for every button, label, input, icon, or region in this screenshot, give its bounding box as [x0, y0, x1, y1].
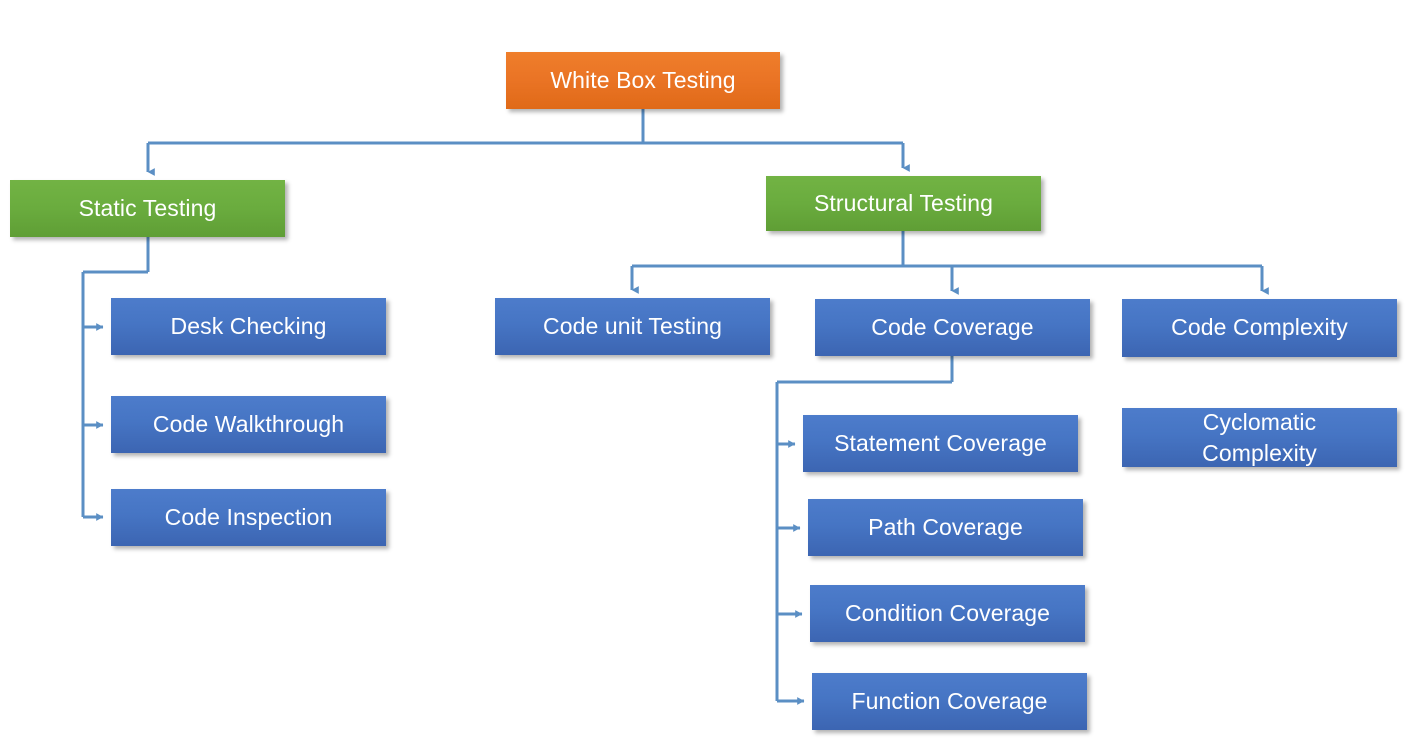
node-condition-coverage[interactable]: Condition Coverage — [810, 585, 1085, 642]
node-label: Static Testing — [78, 194, 217, 221]
node-label: Cyclomatic Complexity — [1202, 409, 1317, 466]
node-white-box-testing[interactable]: White Box Testing — [506, 52, 780, 109]
node-static-testing[interactable]: Static Testing — [10, 180, 285, 237]
node-code-complexity[interactable]: Code Complexity — [1122, 299, 1397, 357]
node-cyclomatic-complexity[interactable]: Cyclomatic Complexity — [1122, 408, 1397, 467]
node-label: Condition Coverage — [844, 599, 1051, 626]
node-label: Code Inspection — [164, 503, 333, 530]
node-label: White Box Testing — [550, 66, 736, 93]
node-desk-checking[interactable]: Desk Checking — [111, 298, 386, 355]
node-label: Code Coverage — [871, 313, 1034, 340]
edge-root-trunk — [148, 109, 903, 145]
node-code-inspection[interactable]: Code Inspection — [111, 489, 386, 546]
node-label: Structural Testing — [813, 189, 994, 216]
node-path-coverage[interactable]: Path Coverage — [808, 499, 1083, 556]
edge-structural-testing-trunk — [632, 231, 1262, 268]
node-label: Code Complexity — [1171, 314, 1348, 341]
node-label: Desk Checking — [170, 312, 327, 339]
node-code-walkthrough[interactable]: Code Walkthrough — [111, 396, 386, 453]
edge-static-testing-spine — [81, 237, 150, 517]
node-label: Path Coverage — [868, 513, 1023, 540]
node-label: Statement Coverage — [834, 429, 1047, 456]
node-code-coverage[interactable]: Code Coverage — [815, 299, 1090, 356]
node-function-coverage[interactable]: Function Coverage — [812, 673, 1087, 730]
node-label: Code Walkthrough — [152, 410, 345, 437]
node-code-unit-testing[interactable]: Code unit Testing — [495, 298, 770, 355]
node-label: Code unit Testing — [542, 312, 722, 339]
node-structural-testing[interactable]: Structural Testing — [766, 176, 1041, 231]
node-label: Function Coverage — [851, 687, 1048, 714]
node-statement-coverage[interactable]: Statement Coverage — [803, 415, 1078, 472]
